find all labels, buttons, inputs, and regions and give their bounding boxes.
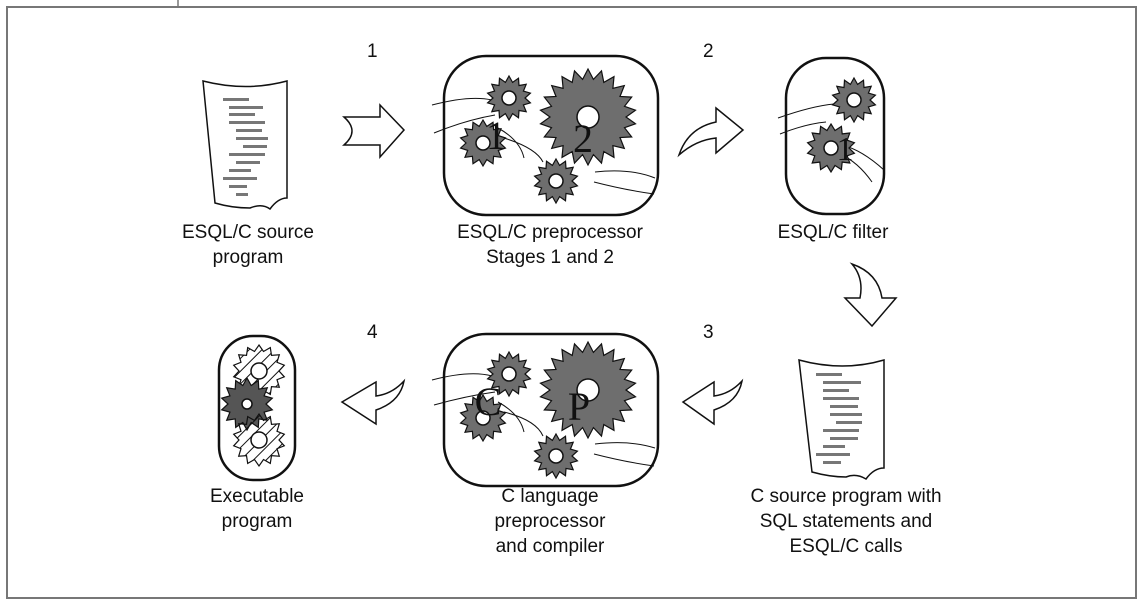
executable-label-line-2: program <box>222 511 293 532</box>
gear-hole <box>241 398 253 410</box>
c-source-label-line-2: SQL statements and <box>760 511 933 532</box>
compiler-label-line-2: preprocessor <box>495 511 607 532</box>
gear-hole <box>501 366 517 382</box>
gear-hole <box>475 135 491 151</box>
compiler-gear-label-c: C <box>475 379 502 424</box>
filter-gear-label-1: 1 <box>837 131 854 168</box>
preprocessor-gear-label-2: 2 <box>573 116 593 161</box>
preprocessor-label-line-1: ESQL/C preprocessor <box>457 222 644 243</box>
step-number-3: 3 <box>703 322 714 343</box>
esqlc-source-label-line-2: program <box>213 247 284 268</box>
gear-hole <box>576 105 600 129</box>
c-source-label-line-3: ESQL/C calls <box>790 536 903 557</box>
flow-arrow-1 <box>342 103 406 159</box>
preprocessor-gear-label-1: 1 <box>486 113 506 158</box>
esqlc-source-document-icon <box>202 80 288 211</box>
gear-hole <box>576 378 600 402</box>
compiler-gear-label-p: P <box>568 384 590 429</box>
esqlc-source-label-line-1: ESQL/C source <box>182 222 314 243</box>
flow-arrow-3 <box>843 262 898 328</box>
executable-label-line-1: Executable <box>210 486 304 507</box>
preprocessor-gears-icon <box>431 54 660 217</box>
executable-gears-icon <box>217 334 297 482</box>
gear-hole <box>250 431 268 449</box>
flow-arrow-5 <box>340 378 406 426</box>
gear-hole <box>548 448 564 464</box>
flow-arrow-4 <box>681 378 744 426</box>
step-number-2: 2 <box>703 41 714 62</box>
c-source-label-line-1: C source program with <box>750 486 941 507</box>
gear-hole <box>548 173 564 189</box>
gear-hole <box>250 362 268 380</box>
c-source-document-icon <box>798 358 885 480</box>
filter-label: ESQL/C filter <box>778 222 890 243</box>
gear-hole <box>823 140 839 156</box>
flow-arrow-2 <box>677 106 745 158</box>
step-number-4: 4 <box>367 322 378 343</box>
filter-gears-icon <box>777 56 886 216</box>
step-number-1: 1 <box>367 41 378 62</box>
gear-hole <box>501 90 517 106</box>
gear-hole <box>475 410 491 426</box>
compiler-label-line-3: and compiler <box>496 536 605 557</box>
gear-hole <box>846 92 862 108</box>
diagram-frame <box>6 6 1137 599</box>
preprocessor-label-line-2: Stages 1 and 2 <box>486 247 614 268</box>
compiler-label-line-1: C language <box>501 486 598 507</box>
compiler-gears-icon <box>431 332 660 488</box>
